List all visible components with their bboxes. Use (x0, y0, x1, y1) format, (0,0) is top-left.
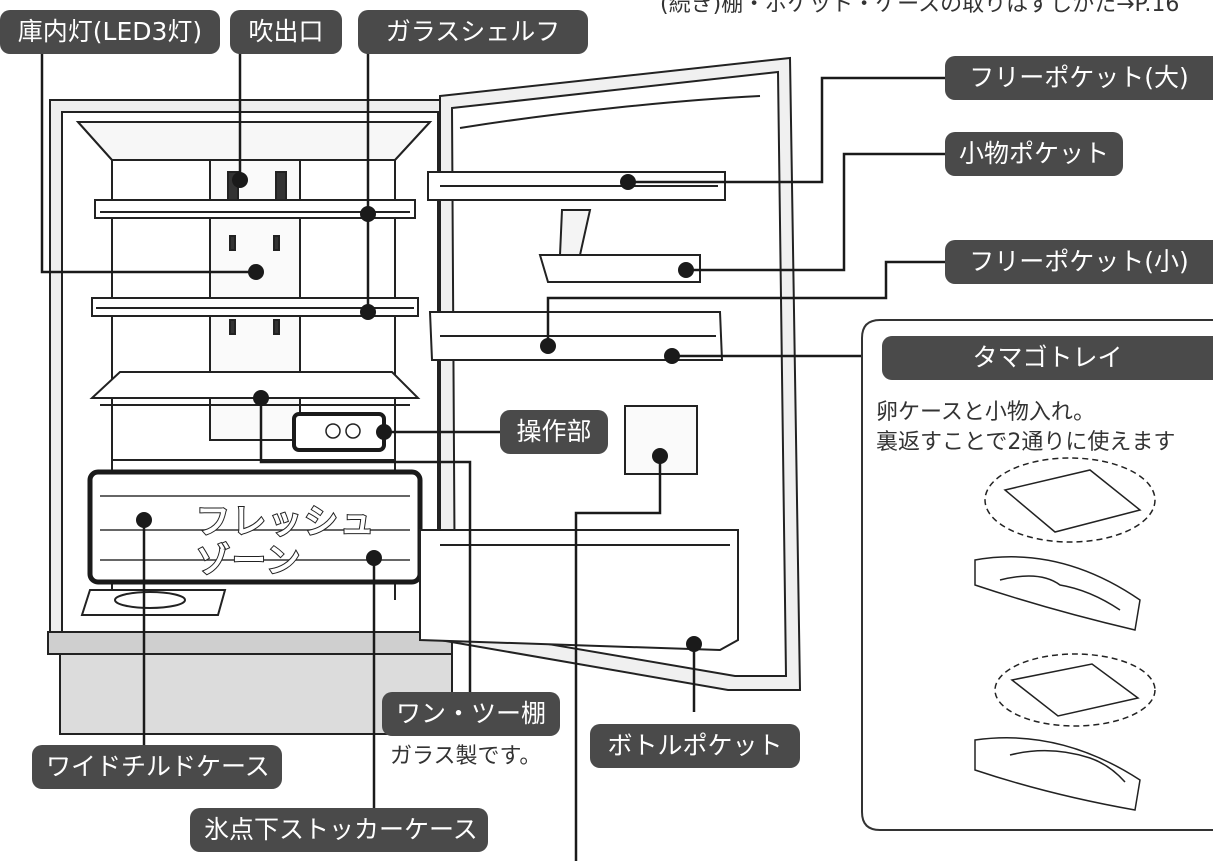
label-wide-chilled-case: ワイドチルドケース (32, 745, 282, 789)
label-air-outlet: 吹出口 (230, 10, 342, 54)
fresh-zone-box (87, 469, 423, 585)
egg-tray-note-line2: 裏返すことで2通りに使えます (876, 430, 1176, 455)
fresh-zone-title-line1: フレッシュ (195, 501, 376, 543)
label-bottle-pocket: ボトルポケット (590, 724, 800, 768)
leader-dots (136, 172, 702, 652)
fresh-zone-title-line2: ゾーン (195, 540, 303, 582)
egg-tray-note-line1: 卵ケースと小物入れ。 (876, 400, 1096, 425)
label-control-panel: 操作部 (500, 410, 608, 454)
label-one-two-shelf: ワン・ツー棚 (382, 692, 560, 736)
control-panel-drawing (292, 412, 386, 452)
label-egg-tray: タマゴトレイ (882, 336, 1213, 380)
label-small-items-pocket: 小物ポケット (945, 132, 1123, 176)
label-interior-light: 庫内灯(LED3灯) (0, 10, 220, 54)
egg-tray-illustrations (974, 457, 1156, 811)
leader-lines (40, 42, 1005, 861)
fridge-door (419, 56, 802, 691)
fridge-cabinet (47, 99, 453, 735)
label-free-pocket-large: フリーポケット(大) (945, 56, 1213, 100)
one-two-shelf-note: ガラス製です。 (390, 744, 542, 769)
label-sub-zero-stocker-case: 氷点下ストッカーケース (190, 808, 488, 852)
label-free-pocket-small: フリーポケット(小) (945, 240, 1213, 284)
top-reference-note: (続き)棚・ポケット・ケースの取りはずしかた→P.16 (660, 0, 1180, 17)
label-glass-shelf: ガラスシェルフ (358, 10, 588, 54)
